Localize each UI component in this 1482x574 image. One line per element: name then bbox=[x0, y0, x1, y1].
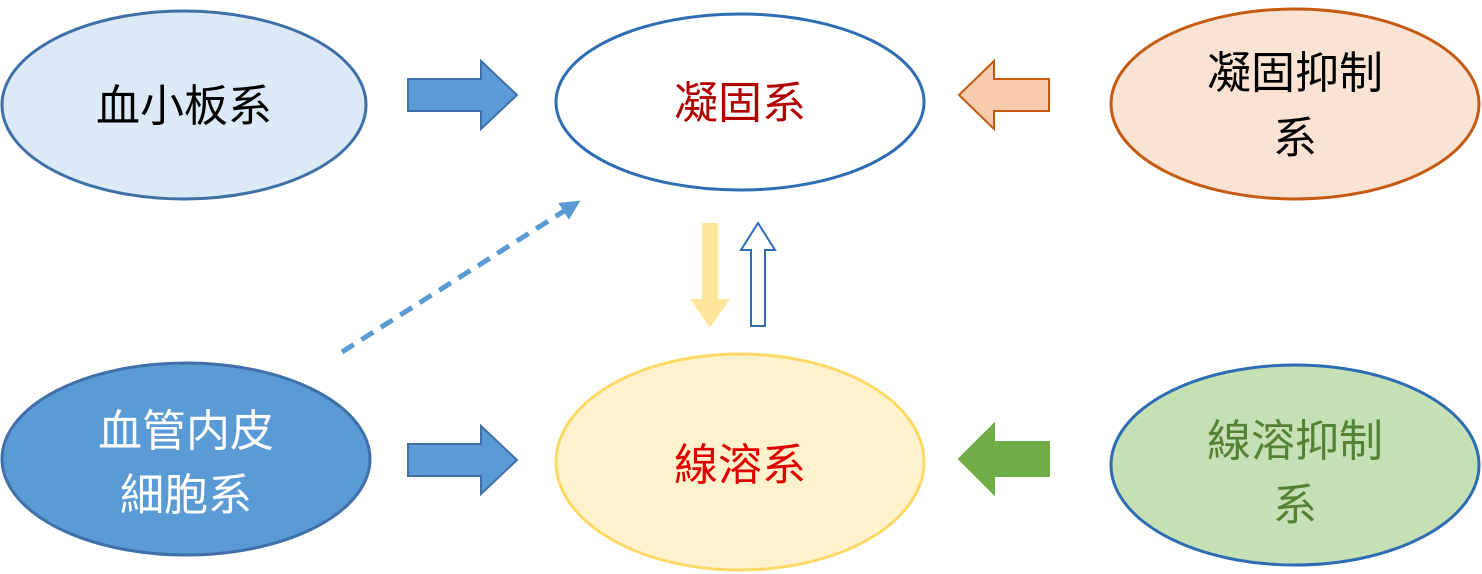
arrow-coagulation-inhibitor-to-coagulation bbox=[957, 58, 1050, 132]
endothelial-label-line1: 血管内皮 bbox=[98, 406, 274, 457]
platelet-label: 血小板系 bbox=[96, 81, 272, 132]
fibrinolysis-label: 線溶系 bbox=[674, 440, 806, 491]
coagulation-node: 凝固系 bbox=[554, 12, 926, 192]
coagulation-ellipse bbox=[554, 12, 926, 192]
fibrinolysis-inhibitor-label-line1: 線溶抑制 bbox=[1207, 416, 1383, 467]
fibrinolysis-node: 線溶系 bbox=[554, 352, 926, 572]
arrow-endothelial-to-coagulation-dashed bbox=[340, 200, 581, 355]
arrow-platelet-to-coagulation bbox=[407, 58, 519, 132]
endothelial-ellipse bbox=[0, 361, 372, 557]
arrow-fibrinolysis-inhibitor-to-fibrinolysis bbox=[957, 421, 1050, 497]
coagulation-inhibitor-label-line2: 系 bbox=[1273, 113, 1317, 164]
fibrinolysis-inhibitor-ellipse bbox=[1109, 363, 1481, 567]
arrow-coagulation-to-fibrinolysis bbox=[690, 223, 730, 328]
endothelial-label-line2: 細胞系 bbox=[120, 470, 252, 521]
arrow-endothelial-to-fibrinolysis bbox=[407, 423, 519, 497]
coagulation-inhibitor-label-line1: 凝固抑制 bbox=[1207, 48, 1383, 99]
fibrinolysis-inhibitor-label-line2: 系 bbox=[1273, 480, 1317, 531]
coagulation-label: 凝固系 bbox=[674, 78, 806, 129]
platelet-node: 血小板系 bbox=[0, 9, 368, 201]
coagulation-inhibitor-node: 凝固抑制 系 bbox=[1109, 7, 1481, 201]
endothelial-node: 血管内皮 細胞系 bbox=[0, 361, 372, 557]
coagulation-inhibitor-ellipse bbox=[1109, 7, 1481, 201]
arrow-fibrinolysis-to-coagulation bbox=[739, 221, 777, 327]
fibrinolysis-inhibitor-node: 線溶抑制 系 bbox=[1109, 363, 1481, 567]
platelet-ellipse bbox=[0, 9, 368, 201]
fibrinolysis-ellipse bbox=[554, 352, 926, 572]
